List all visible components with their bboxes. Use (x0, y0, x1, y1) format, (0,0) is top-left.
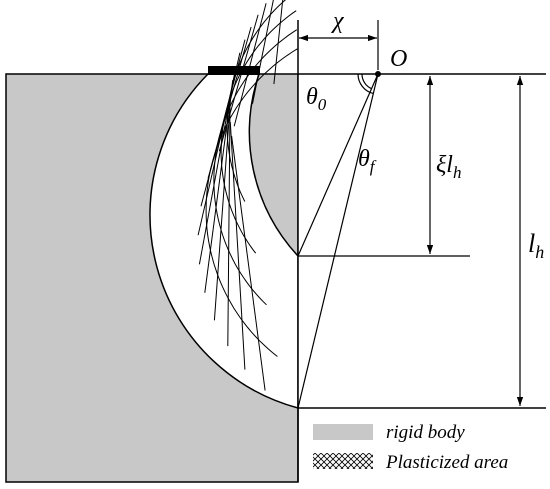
chi-label: χ (331, 8, 345, 34)
thetaf-label: θf (358, 146, 377, 176)
mesh-longitudinal-curve (205, 48, 298, 357)
load-pad (208, 66, 260, 75)
theta0-arc (361, 73, 372, 90)
mesh-transverse-line (227, 107, 231, 347)
legend: rigid body Plasticized area (313, 422, 508, 473)
plastic-zone-mesh (197, 0, 298, 391)
mesh-transverse-line (229, 121, 246, 370)
mesh-transverse-line (252, 0, 274, 104)
plastic-zone (149, 73, 299, 409)
mesh-longitudinal-curve (226, 0, 287, 202)
mesh-longitudinal-curve (220, 10, 297, 254)
mesh-transverse-line (213, 93, 232, 321)
legend-plastic-label: Plasticized area (385, 452, 508, 473)
mesh-transverse-line (204, 79, 234, 293)
xi-lh-label: ξlh (436, 152, 461, 182)
legend-rigid-swatch (313, 424, 373, 440)
origin-point (375, 71, 381, 77)
theta0-label: θ0 (306, 84, 327, 114)
origin-label: O (390, 46, 407, 72)
thetaf-arc (357, 73, 374, 94)
legend-rigid-label: rigid body (386, 422, 465, 443)
mesh-transverse-line (233, 3, 267, 127)
mesh-transverse-line (218, 14, 259, 152)
mesh-transverse-line (231, 135, 266, 391)
mesh-longitudinal-curve (213, 29, 298, 306)
ray-to-inner (297, 73, 379, 257)
right-region (298, 74, 546, 408)
legend-plastic-swatch (313, 453, 373, 469)
ray-to-outer (297, 73, 379, 409)
mesh-transverse-line (273, 0, 284, 85)
lh-label: lh (528, 229, 544, 262)
